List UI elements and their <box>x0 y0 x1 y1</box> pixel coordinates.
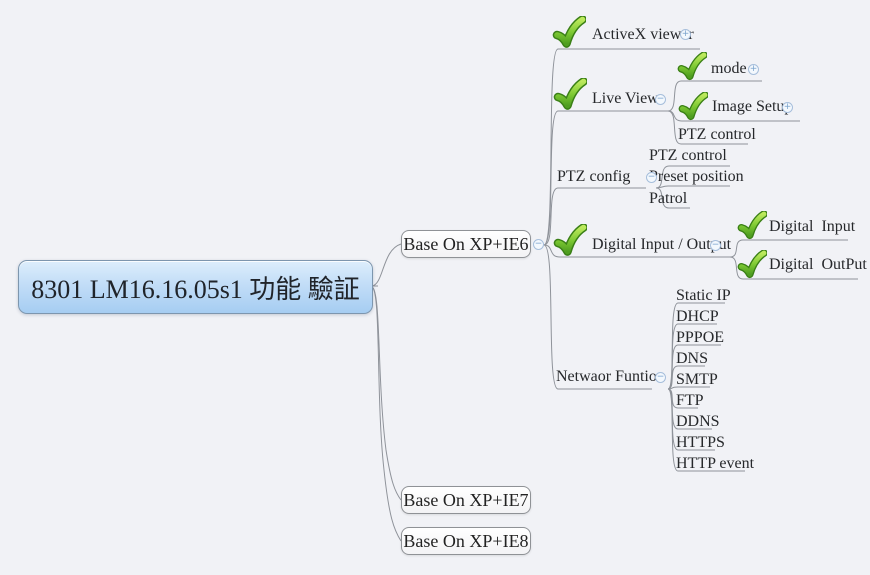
wire-patrol <box>655 187 690 209</box>
wire-liveview <box>543 110 668 246</box>
checkmark-icon <box>677 52 707 82</box>
topic-pppoe[interactable]: PPPOE <box>676 329 725 346</box>
topic-digital-output[interactable]: Digital OutPut <box>769 256 867 273</box>
wire-root-ie8 <box>371 286 402 542</box>
wire-root-ie6 <box>371 243 402 287</box>
topic-netwaor-funtion[interactable]: Netwaor Funtion <box>556 368 665 385</box>
wire-network <box>543 244 652 390</box>
collapse-icon[interactable]: − <box>655 94 666 105</box>
topic-activex-viewer[interactable]: ActiveX viewer <box>592 26 694 43</box>
topic-image-setup[interactable]: Image Setup <box>712 98 793 115</box>
topic-static-ip[interactable]: Static IP <box>676 287 731 304</box>
topic-ddns[interactable]: DDNS <box>676 413 720 430</box>
topic-dns[interactable]: DNS <box>676 350 709 367</box>
collapse-icon[interactable]: − <box>533 239 544 250</box>
collapse-icon[interactable]: − <box>655 372 666 383</box>
checkmark-icon <box>737 250 767 280</box>
topic-preset-position[interactable]: Preset position <box>649 168 744 185</box>
checkmark-icon <box>678 92 708 122</box>
topic-patrol[interactable]: Patrol <box>649 190 688 207</box>
topic-digital-input-output[interactable]: Digital Input / Output <box>592 236 732 253</box>
wire-digitalio <box>543 244 730 258</box>
topic-http-event[interactable]: HTTP event <box>676 455 755 472</box>
wire-pppoe <box>667 344 721 390</box>
topic-https[interactable]: HTTPS <box>676 434 725 451</box>
wire-ptzcontrol-lv <box>667 110 748 145</box>
topic-ftp[interactable]: FTP <box>676 392 704 409</box>
wire-ptzconfig <box>543 187 646 246</box>
expand-icon[interactable]: + <box>680 29 691 40</box>
topic-base-xp-ie6[interactable]: Base On XP+IE6 <box>401 230 531 258</box>
topic-smtp[interactable]: SMTP <box>676 371 718 388</box>
topic-mode[interactable]: mode <box>711 60 747 77</box>
topic-live-view[interactable]: Live View <box>592 90 659 107</box>
wire-dig-output <box>729 256 858 280</box>
collapse-icon[interactable]: − <box>646 172 657 183</box>
topic-digital-input[interactable]: Digital Input <box>769 218 856 235</box>
wire-preset <box>655 185 730 189</box>
checkmark-icon <box>552 16 586 50</box>
wire-httpevent <box>667 388 745 472</box>
checkmark-icon <box>553 224 587 258</box>
checkmark-icon <box>553 78 587 112</box>
wire-mode <box>667 80 762 112</box>
wire-root-ie7 <box>371 286 402 501</box>
topic-ptz-control-liveview[interactable]: PTZ control <box>678 126 756 143</box>
topic-base-xp-ie7[interactable]: Base On XP+IE7 <box>401 486 531 514</box>
root-topic[interactable]: 8301 LM16.16.05s1 功能 驗証 <box>18 260 373 314</box>
topic-ptz-config[interactable]: PTZ config <box>557 168 631 185</box>
wire-activex <box>543 48 700 246</box>
topic-base-xp-ie8[interactable]: Base On XP+IE8 <box>401 527 531 555</box>
expand-icon[interactable]: + <box>782 102 793 113</box>
expand-icon[interactable]: + <box>748 64 759 75</box>
topic-dhcp[interactable]: DHCP <box>676 308 719 325</box>
topic-ptz-control[interactable]: PTZ control <box>649 147 727 164</box>
wire-dns <box>667 365 705 390</box>
wire-ptzcontrol-pc <box>655 165 730 189</box>
checkmark-icon <box>737 211 767 241</box>
wire-dig-input <box>729 239 848 258</box>
collapse-icon[interactable]: − <box>710 240 721 251</box>
